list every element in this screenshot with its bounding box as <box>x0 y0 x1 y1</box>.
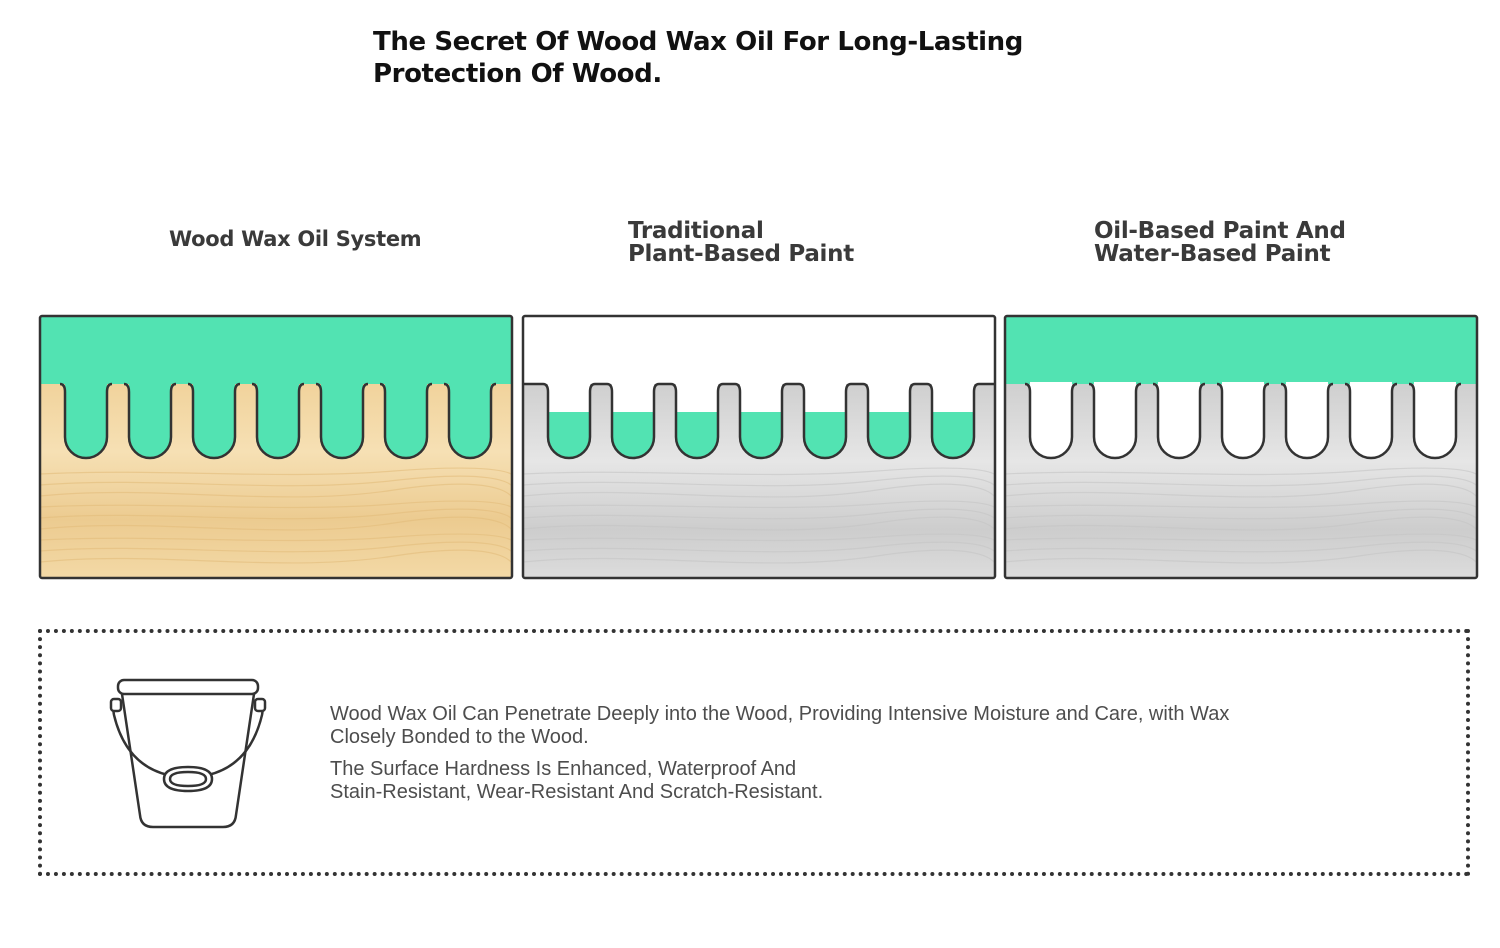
wood-pore <box>385 382 427 458</box>
pore-outline <box>1152 382 1206 460</box>
wood-grain-line <box>522 467 996 476</box>
wood-grain-line <box>1004 541 1478 553</box>
info-box <box>38 629 1470 876</box>
wood-pore <box>1094 382 1136 458</box>
wood-grain-line <box>1004 508 1478 520</box>
panel-frame <box>38 314 514 580</box>
wood-pore <box>1414 382 1456 458</box>
coating-layer <box>40 316 512 384</box>
wood-grain-line <box>522 549 996 564</box>
panel-label-line: Water-Based Paint <box>1094 241 1331 267</box>
wood-grain-line <box>1004 533 1478 542</box>
wood-pore <box>193 382 235 458</box>
pore-outline <box>670 382 724 460</box>
description-line: Closely Bonded to the Wood. <box>330 726 589 748</box>
wood-grain-line <box>1004 475 1478 487</box>
wood-grain-line <box>39 500 513 509</box>
wood-pore <box>1158 382 1200 458</box>
pore-outline <box>1088 382 1142 460</box>
description-paragraph-2: The Surface Hardness Is Enhanced, Waterp… <box>330 758 823 804</box>
wood-pore <box>257 382 299 458</box>
panel-label-wood-wax-oil: Wood Wax Oil System <box>169 226 422 252</box>
description-line: The Surface Hardness Is Enhanced, Waterp… <box>330 758 797 780</box>
wood-pore <box>321 382 363 458</box>
panel-frame <box>521 314 997 580</box>
wood-grain-line <box>39 483 513 498</box>
pore-outline <box>798 382 852 460</box>
pore-outline <box>251 382 305 460</box>
description-paragraph-1: Wood Wax Oil Can Penetrate Deeply into t… <box>330 703 1229 749</box>
pore-outline <box>862 382 916 460</box>
bucket-icon <box>109 678 267 829</box>
wood-grain-line <box>1004 516 1478 531</box>
wood-pore <box>1030 382 1072 458</box>
pore-outline <box>315 382 369 460</box>
wood-panel <box>521 314 997 580</box>
pore-outline <box>542 382 596 460</box>
description-line: Wood Wax Oil Can Penetrate Deeply into t… <box>330 703 1230 725</box>
panel-top-area <box>523 316 995 384</box>
title-line-1: The Secret Of Wood Wax Oil For Long-Last… <box>373 27 1023 57</box>
wood-grain-line <box>1004 500 1478 509</box>
wood-grain-line <box>1004 467 1478 476</box>
panel-label-line: Plant-Based Paint <box>628 241 854 267</box>
panel-label-line: Wood Wax Oil System <box>169 227 422 251</box>
wood-panel <box>1003 314 1479 580</box>
wood-grain-line <box>522 508 996 520</box>
wood-grain-line <box>1004 483 1478 498</box>
wood-grain-line <box>522 541 996 553</box>
wood-grain-line <box>522 475 996 487</box>
pore-outline <box>734 382 788 460</box>
pore-outline <box>606 382 660 460</box>
wood-grain-line <box>39 541 513 553</box>
pore-outline <box>379 382 433 460</box>
page-title: The Secret Of Wood Wax Oil For Long-Last… <box>373 26 1073 90</box>
wood-grain-line <box>1004 549 1478 564</box>
pore-outline <box>1280 382 1334 460</box>
wood-pore <box>1222 382 1264 458</box>
wood-grain-line <box>39 467 513 476</box>
pore-outline <box>59 382 113 460</box>
wood-pore <box>1350 382 1392 458</box>
description-line: Stain-Resistant, Wear-Resistant And Scra… <box>330 781 824 803</box>
wood-grain-line <box>522 483 996 498</box>
wood-grain-line <box>39 508 513 520</box>
pore-outline <box>1408 382 1462 460</box>
pore-outline <box>443 382 497 460</box>
wood-grain-line <box>522 516 996 531</box>
wood-grain-line <box>39 516 513 531</box>
panel-label-oil-water-paint: Oil-Based Paint And Water-Based Paint <box>1094 220 1346 266</box>
wood-grain-line <box>522 500 996 509</box>
wood-panel <box>38 314 514 580</box>
pore-outline <box>1024 382 1078 460</box>
coating-layer <box>1005 316 1477 384</box>
wood-grain-line <box>39 549 513 564</box>
panel-label-line: Oil-Based Paint And <box>1094 218 1346 244</box>
panel-label-line: Traditional <box>628 218 764 244</box>
panel-frame <box>1003 314 1479 580</box>
pore-outline <box>187 382 241 460</box>
pore-outline <box>1344 382 1398 460</box>
title-line-2: Protection Of Wood. <box>373 59 662 89</box>
pore-outline <box>1216 382 1270 460</box>
pore-outline <box>926 382 980 460</box>
wood-pore <box>129 382 171 458</box>
partial-fill <box>548 412 974 458</box>
wood-pore <box>1286 382 1328 458</box>
wood-pore <box>65 382 107 458</box>
wood-grain-line <box>522 533 996 542</box>
panel-label-plant-based-paint: Traditional Plant-Based Paint <box>628 220 854 266</box>
wood-grain-line <box>39 475 513 487</box>
wood-grain-line <box>39 533 513 542</box>
pore-outline <box>123 382 177 460</box>
wood-pore <box>449 382 491 458</box>
